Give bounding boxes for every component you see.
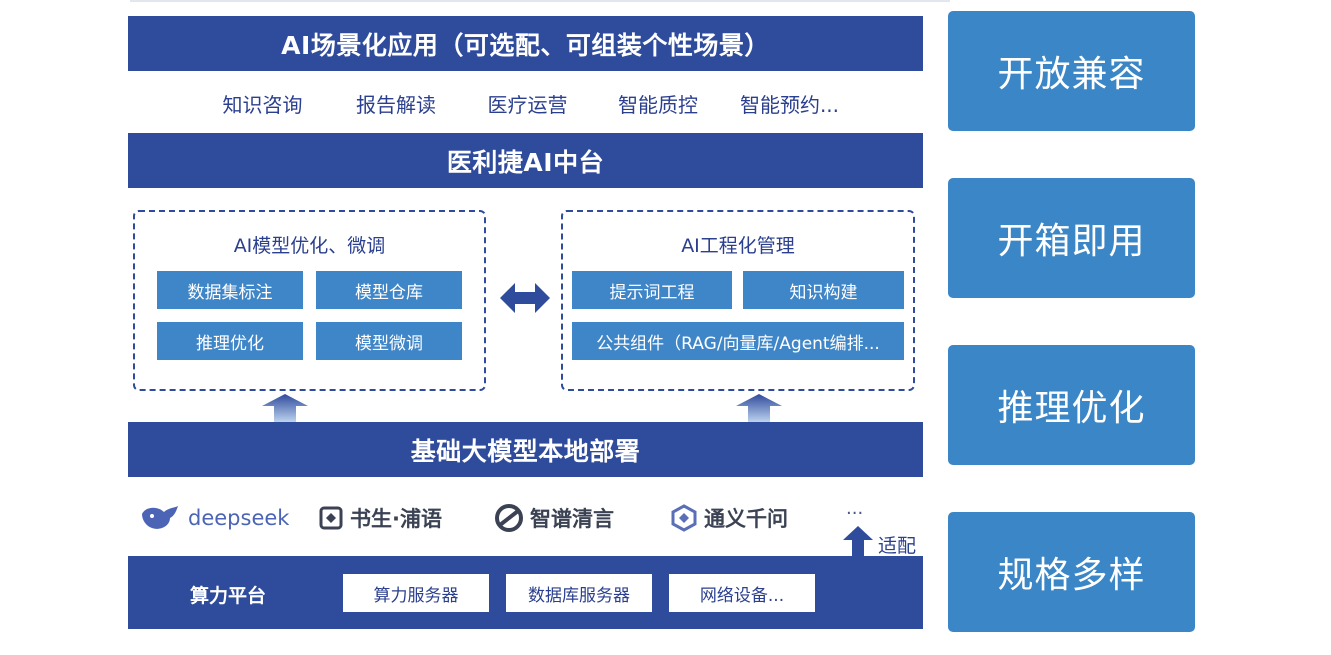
- foundation-title: 基础大模型本地部署: [410, 436, 641, 466]
- knowledge-building-button[interactable]: 知识构建: [743, 271, 904, 309]
- model-optimization-box: [133, 210, 486, 391]
- platform-title: 医利捷AI中台: [446, 147, 605, 177]
- deepseek-logo: deepseek: [140, 501, 289, 535]
- tongyi-name: 通义千问: [704, 507, 788, 531]
- feature-open-compatible: 开放兼容: [948, 11, 1195, 131]
- app-item: 医疗运营: [487, 92, 568, 117]
- shusheng-icon: [319, 506, 343, 530]
- top-divider: [130, 0, 950, 2]
- whale-icon: [142, 506, 178, 529]
- zhipu-logo: 智谱清言: [494, 501, 614, 535]
- compute-server-item: 算力服务器: [343, 574, 489, 612]
- zhipu-icon: [495, 504, 523, 532]
- platform-title-band: 医利捷AI中台: [128, 133, 923, 188]
- shusheng-name: 书生·浦语: [350, 507, 442, 531]
- model-optimization-title: AI模型优化、微调: [233, 235, 386, 257]
- tongyi-icon: [671, 504, 697, 532]
- model-repository-button[interactable]: 模型仓库: [316, 271, 462, 309]
- apps-title-band: AI场景化应用（可选配、可组装个性场景）: [128, 16, 923, 71]
- feature-inference-optimization: 推理优化: [948, 345, 1195, 465]
- ai-engineering-title: AI工程化管理: [681, 235, 795, 257]
- ai-engineering-box: [561, 210, 915, 391]
- adapt-label: 适配: [878, 535, 917, 557]
- shusheng-logo: 书生·浦语: [318, 501, 442, 535]
- prompt-engineering-button[interactable]: 提示词工程: [572, 271, 732, 309]
- app-item: 智能预约...: [739, 92, 840, 117]
- database-server-item: 数据库服务器: [506, 574, 652, 612]
- zhipu-name: 智谱清言: [530, 507, 614, 531]
- feature-out-of-box: 开箱即用: [948, 178, 1195, 298]
- up-arrow-icon: [262, 394, 308, 422]
- apps-title: AI场景化应用（可选配、可组装个性场景）: [281, 30, 770, 60]
- app-item: 知识咨询: [222, 92, 303, 117]
- common-components-button[interactable]: 公共组件（RAG/向量库/Agent编排...: [572, 322, 904, 360]
- bidirectional-arrow-icon: [500, 283, 550, 313]
- compute-label: 算力平台: [190, 585, 267, 607]
- app-item: 报告解读: [356, 92, 436, 117]
- more-models: ...: [846, 498, 864, 519]
- feature-diverse-specs: 规格多样: [948, 512, 1195, 632]
- model-finetuning-button[interactable]: 模型微调: [316, 322, 462, 360]
- tongyi-logo: 通义千问: [670, 501, 788, 535]
- network-device-item: 网络设备...: [669, 574, 815, 612]
- deepseek-name: deepseek: [188, 506, 290, 530]
- apps-list: 知识咨询 报告解读 医疗运营 智能质控 智能预约...: [128, 82, 923, 124]
- app-item: 智能质控: [618, 92, 698, 117]
- up-arrow-icon: [736, 394, 782, 422]
- foundation-title-band: 基础大模型本地部署: [128, 422, 923, 477]
- dataset-annotation-button[interactable]: 数据集标注: [157, 271, 303, 309]
- inference-optimization-button[interactable]: 推理优化: [157, 322, 303, 360]
